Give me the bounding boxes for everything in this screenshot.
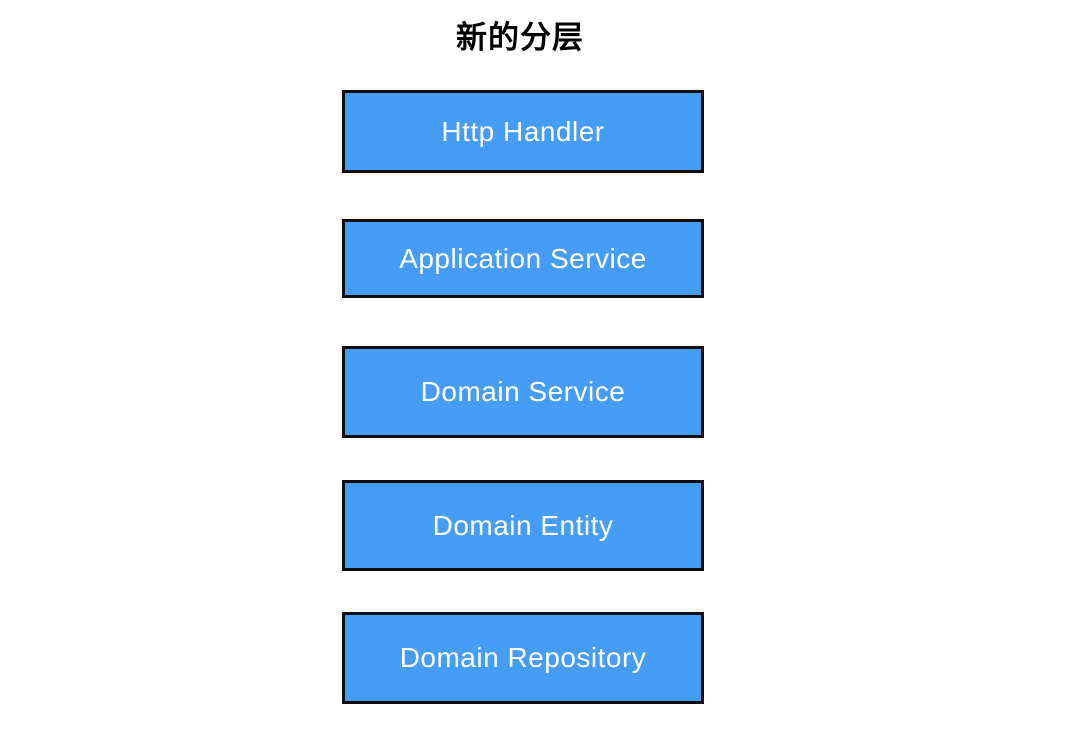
diagram-title: 新的分层	[456, 20, 584, 55]
layer-label: Domain Repository	[399, 642, 647, 673]
layer-box-application-service: Application Service	[342, 219, 704, 298]
layer-box-domain-entity: Domain Entity	[342, 480, 704, 571]
layer-box-http-handler: Http Handler	[342, 90, 704, 173]
layer-label: Application Service	[399, 242, 647, 274]
layer-label: Http Handler	[441, 115, 605, 147]
layer-label: Domain Entity	[432, 509, 614, 541]
layer-box-domain-repository: Domain Repository	[342, 612, 704, 704]
layer-label: Domain Service	[420, 376, 626, 407]
layer-box-domain-service: Domain Service	[342, 346, 704, 438]
